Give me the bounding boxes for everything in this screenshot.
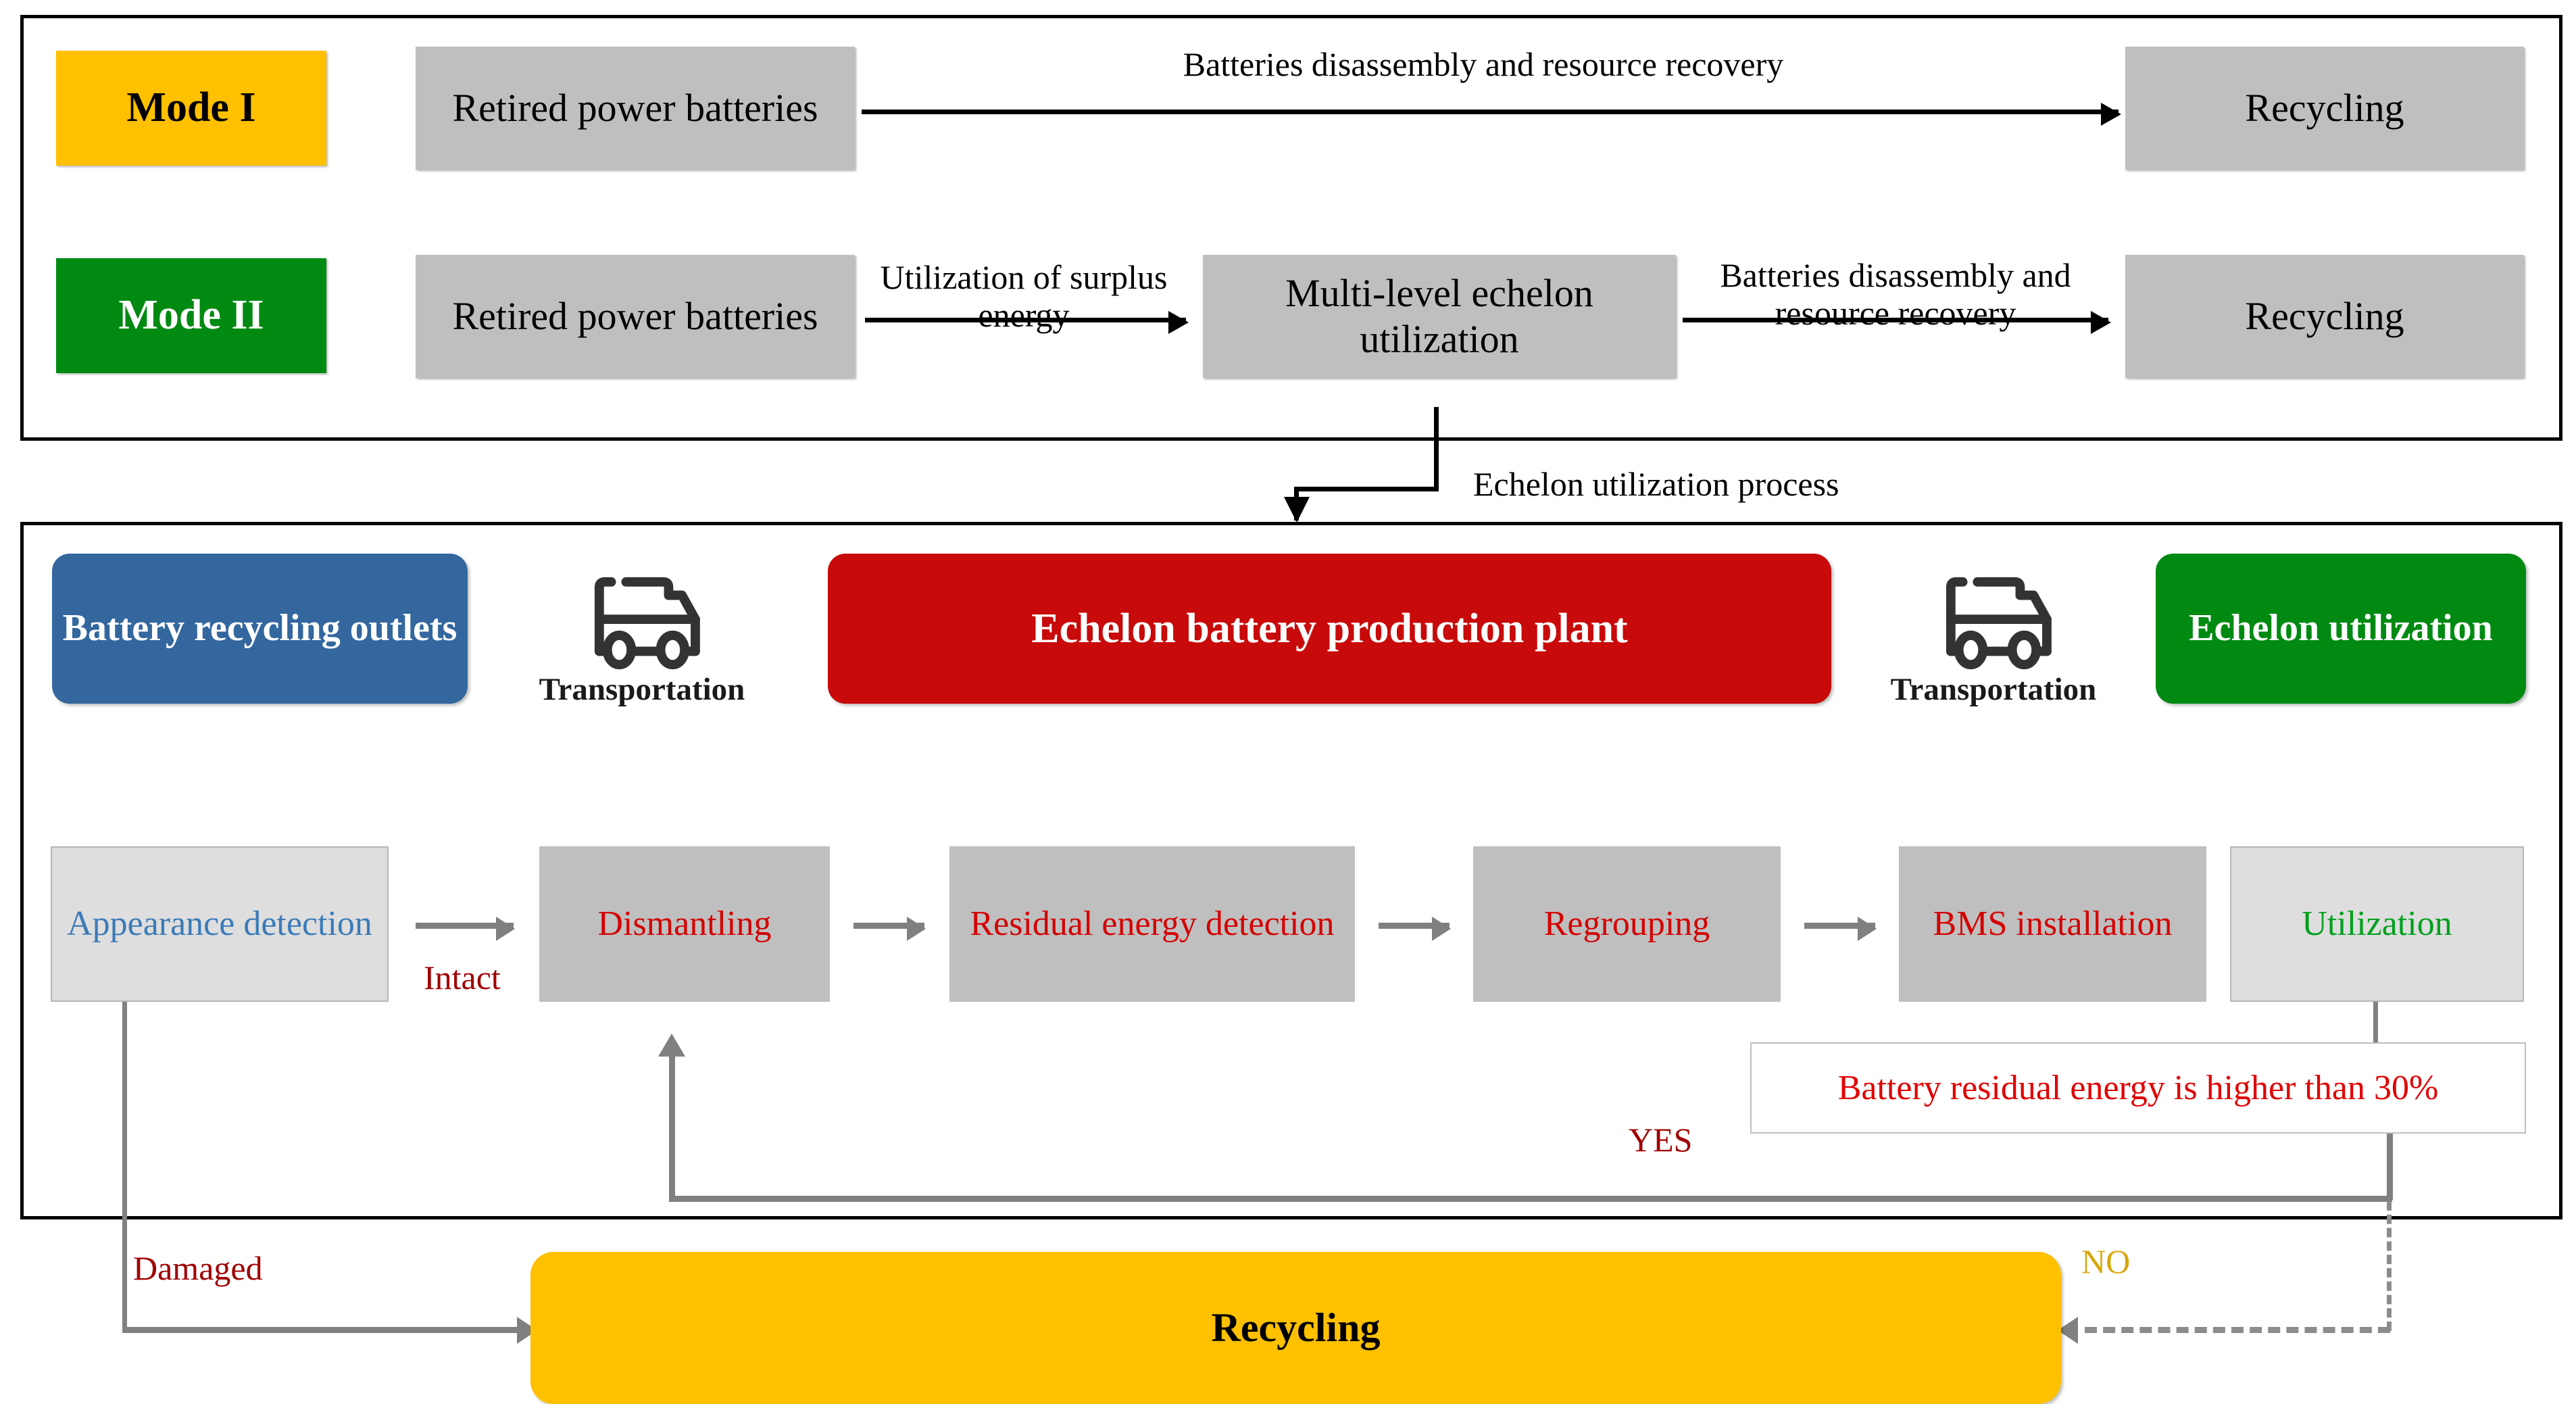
transportation-left-label: Transportation bbox=[539, 672, 745, 707]
mode-2-tag: Mode II bbox=[56, 258, 326, 373]
echelon-battery-production-plant-chip[interactable]: Echelon battery production plant bbox=[828, 554, 1831, 704]
delivery-truck-icon bbox=[1926, 574, 2061, 675]
damaged-branch-horizontal bbox=[122, 1327, 521, 1333]
battery-recycling-outlets-chip[interactable]: Battery recycling outlets bbox=[52, 554, 468, 704]
delivery-truck-icon bbox=[574, 574, 710, 675]
arrow-dismantling-to-residual bbox=[853, 917, 926, 941]
edge-label-yes: YES bbox=[1629, 1121, 1693, 1159]
process-box-dismantling[interactable]: Dismantling bbox=[539, 846, 830, 1002]
damaged-branch-vertical bbox=[122, 1002, 127, 1332]
mode-2-source-box: Retired power batteries bbox=[416, 255, 855, 378]
mode-1-arrow bbox=[862, 103, 2121, 126]
process-box-utilization[interactable]: Utilization bbox=[2230, 846, 2524, 1002]
connector-segment-vertical-upper bbox=[1434, 407, 1439, 491]
diagram-canvas: Mode I Retired power batteries Batteries… bbox=[20, 15, 2562, 1404]
arrow-regrouping-to-bms bbox=[1804, 917, 1877, 941]
mode-1-target-box: Recycling bbox=[2125, 47, 2524, 170]
edge-label-damaged: Damaged bbox=[133, 1249, 263, 1287]
transportation-right: Transportation bbox=[1848, 552, 2139, 708]
mode-2-middle-box: Multi-level echelon utilization bbox=[1203, 255, 1676, 378]
connector-arrowhead bbox=[1284, 497, 1310, 523]
no-branch-dashed-horizontal bbox=[2085, 1327, 2390, 1333]
connector-label: Echelon utilization process bbox=[1473, 465, 1839, 503]
recycling-pill[interactable]: Recycling bbox=[530, 1252, 2061, 1404]
arrow-appearance-to-dismantling bbox=[416, 917, 515, 941]
modes-panel: Mode I Retired power batteries Batteries… bbox=[20, 15, 2562, 441]
process-box-residual-energy-detection[interactable]: Residual energy detection bbox=[949, 846, 1355, 1002]
mode-2-arrow-2 bbox=[1683, 311, 2111, 334]
yes-feedback-riser bbox=[2387, 1132, 2393, 1200]
mode-1-arrow-label: Batteries disassembly and resource recov… bbox=[1183, 45, 1784, 83]
mode-2-arrow-1-label: Utilization of surplus energy bbox=[880, 258, 1168, 334]
transportation-left: Transportation bbox=[497, 552, 787, 708]
edge-label-no: NO bbox=[2081, 1242, 2131, 1280]
yes-feedback-vertical bbox=[669, 1056, 675, 1201]
process-box-appearance-detection[interactable]: Appearance detection bbox=[51, 846, 389, 1002]
process-box-bms-installation[interactable]: BMS installation bbox=[1899, 846, 2206, 1002]
mode-2-arrow-1 bbox=[865, 311, 1189, 334]
connector-segment-horizontal bbox=[1294, 487, 1439, 491]
no-branch-dashed-vertical bbox=[2387, 1201, 2392, 1331]
transportation-right-label: Transportation bbox=[1890, 672, 2097, 707]
process-box-regrouping[interactable]: Regrouping bbox=[1473, 846, 1781, 1002]
condition-stem bbox=[2373, 1002, 2378, 1044]
echelon-utilization-chip[interactable]: Echelon utilization bbox=[2156, 554, 2526, 704]
mode-1-tag: Mode I bbox=[56, 51, 326, 166]
mode-1-source-box: Retired power batteries bbox=[416, 47, 855, 170]
echelon-process-panel: Battery recycling outlets bbox=[20, 522, 2562, 1404]
yes-feedback-horizontal bbox=[669, 1196, 2392, 1202]
mode-2-target-box: Recycling bbox=[2125, 255, 2524, 378]
edge-label-intact: Intact bbox=[424, 959, 501, 996]
condition-callout: Battery residual energy is higher than 3… bbox=[1750, 1042, 2526, 1134]
mode-2-arrow-2-label: Batteries disassembly and resource recov… bbox=[1720, 256, 2071, 332]
yes-feedback-arrowhead bbox=[658, 1034, 685, 1057]
arrow-residual-to-regrouping bbox=[1379, 917, 1451, 941]
